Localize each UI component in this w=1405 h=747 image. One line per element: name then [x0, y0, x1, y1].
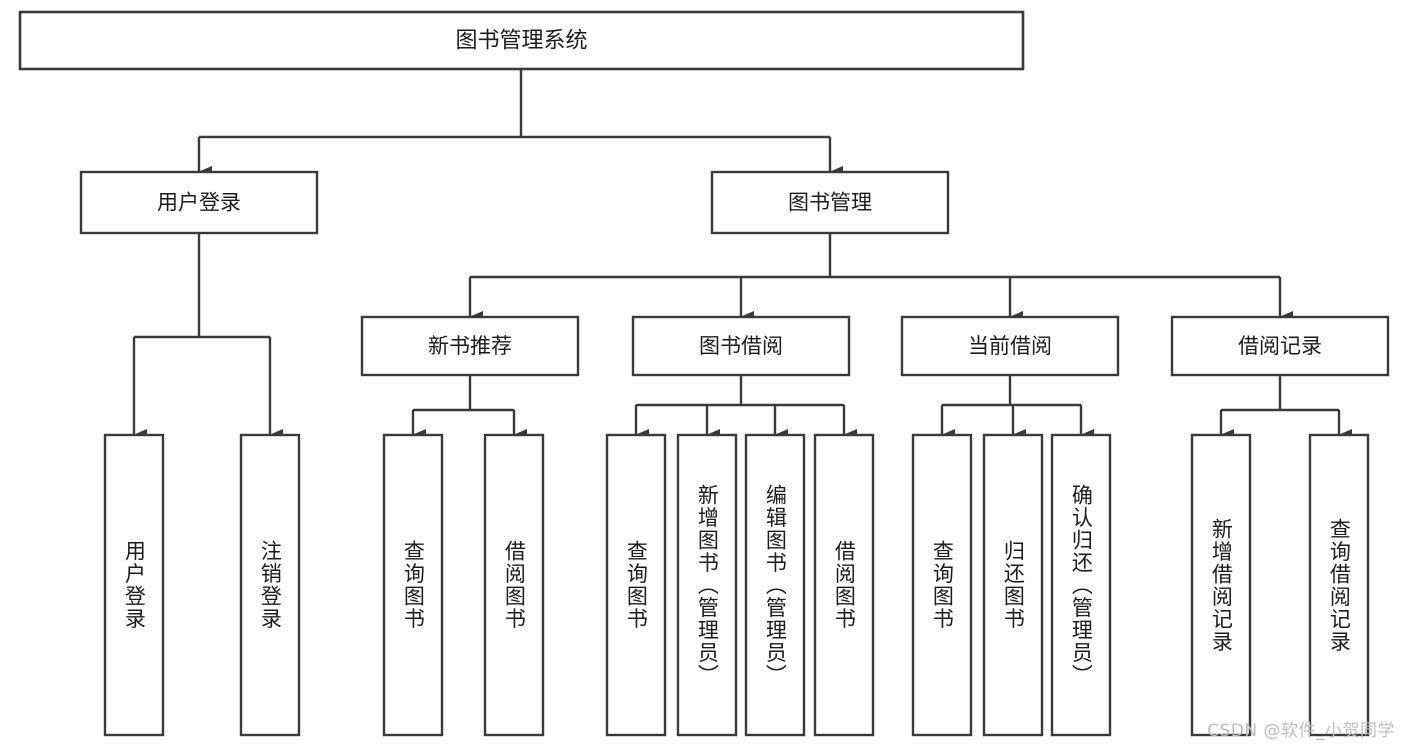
connector-group-record_to_leaves [1219, 375, 1352, 441]
node-leaf-logout[interactable] [239, 433, 301, 737]
node-leaf-query-book-2[interactable] [605, 433, 667, 737]
connector-group-current_to_leaves [940, 375, 1094, 441]
node-leaf-query-book-2-box[interactable] [605, 433, 667, 737]
node-leaf-query-record[interactable] [1308, 433, 1370, 737]
node-leaf-confirm-return[interactable] [1050, 433, 1112, 737]
node-leaf-borrow-book-2-box[interactable] [813, 433, 875, 737]
node-current-borrow[interactable]: 当前借阅 [900, 315, 1120, 377]
node-leaf-add-book[interactable] [676, 433, 738, 737]
node-current-borrow-label: 当前借阅 [968, 334, 1052, 358]
node-borrow-record-label: 借阅记录 [1238, 334, 1322, 358]
node-leaf-return-book[interactable] [982, 433, 1044, 737]
node-leaf-edit-book[interactable] [744, 433, 806, 737]
connector-lines [132, 69, 1352, 441]
node-root-label: 图书管理系统 [455, 29, 587, 54]
node-new-book-recommend[interactable]: 新书推荐 [360, 315, 580, 377]
node-user-login[interactable]: 用户登录 [79, 170, 319, 235]
node-current-borrow-box[interactable] [900, 315, 1120, 377]
connector-group-book_manage_to_level3 [468, 233, 1293, 323]
node-leaf-edit-book-box[interactable] [744, 433, 806, 737]
node-root[interactable]: 图书管理系统 [18, 10, 1025, 71]
node-book-manage-label: 图书管理 [788, 191, 872, 215]
node-new-book-recommend-box[interactable] [360, 315, 580, 377]
node-leaf-add-book-box[interactable] [676, 433, 738, 737]
node-leaf-confirm-return-box[interactable] [1050, 433, 1112, 737]
node-leaf-borrow-book-2[interactable] [813, 433, 875, 737]
node-leaf-query-book-1[interactable] [382, 433, 444, 737]
csdn-watermark: CSDN @软件_小贺同学 [1207, 721, 1395, 741]
node-leaf-add-record[interactable] [1190, 433, 1252, 737]
connector-group-root_to_level2 [197, 69, 843, 178]
connector-group-user_login_to_leaves [132, 233, 283, 441]
node-user-login-box[interactable] [79, 170, 319, 235]
node-leaf-return-book-box[interactable] [982, 433, 1044, 737]
node-leaf-query-book-3[interactable] [911, 433, 973, 737]
node-leaf-query-record-box[interactable] [1308, 433, 1370, 737]
node-book-borrow-label: 图书借阅 [699, 334, 783, 358]
node-leaf-user-login[interactable] [103, 433, 165, 737]
node-leaf-borrow-book-1[interactable] [483, 433, 545, 737]
node-leaf-borrow-book-1-box[interactable] [483, 433, 545, 737]
node-borrow-record[interactable]: 借阅记录 [1170, 315, 1390, 377]
node-book-borrow-box[interactable] [631, 315, 851, 377]
node-book-manage-box[interactable] [710, 170, 950, 235]
node-new-book-recommend-label: 新书推荐 [428, 334, 512, 358]
node-leaf-query-book-1-box[interactable] [382, 433, 444, 737]
node-book-manage[interactable]: 图书管理 [710, 170, 950, 235]
node-leaf-query-book-3-box[interactable] [911, 433, 973, 737]
node-leaf-logout-box[interactable] [239, 433, 301, 737]
node-book-borrow[interactable]: 图书借阅 [631, 315, 851, 377]
node-borrow-record-box[interactable] [1170, 315, 1390, 377]
node-leaf-user-login-box[interactable] [103, 433, 165, 737]
node-leaf-add-record-box[interactable] [1190, 433, 1252, 737]
node-root-box[interactable] [18, 10, 1025, 71]
connector-group-borrow_to_leaves [634, 375, 857, 441]
connector-group-recommend_to_leaves [411, 375, 527, 441]
node-user-login-label: 用户登录 [157, 191, 241, 215]
